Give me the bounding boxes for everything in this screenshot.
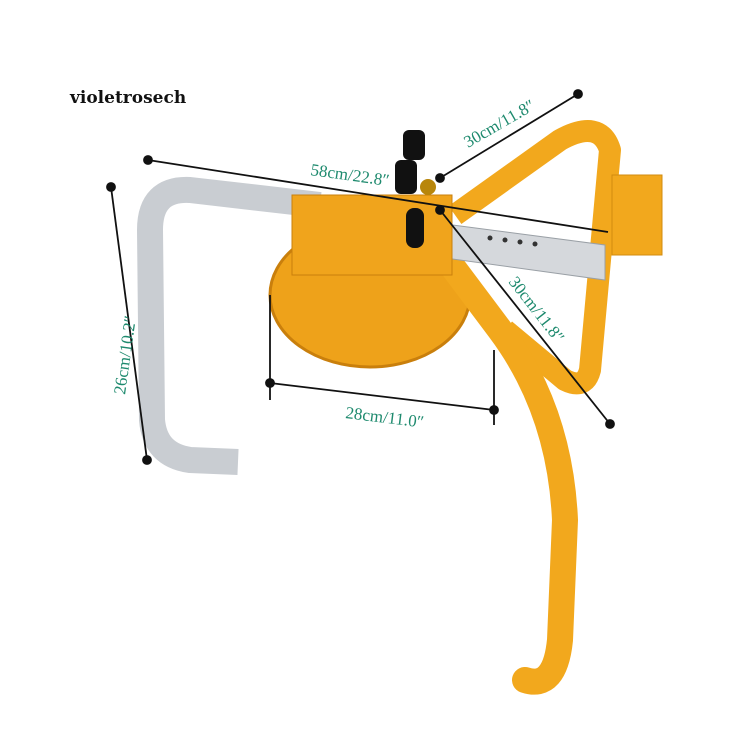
dim-upper-arm-label: 30cm/11.8″ [461,96,539,152]
dim-width-label: 58cm/22.8″ [309,160,390,190]
steel-hook [137,176,322,475]
lock-housing [291,194,453,276]
key-icon [395,130,436,248]
yellow-square-end [611,174,663,256]
yellow-front-arm [427,237,579,695]
dim-disc-label: 28cm/11.0″ [345,403,425,431]
dim-height-label: 26cm/10.2″ [110,314,140,395]
brand-watermark: violetrosech [69,88,186,108]
yellow-loop-arm [448,120,621,395]
